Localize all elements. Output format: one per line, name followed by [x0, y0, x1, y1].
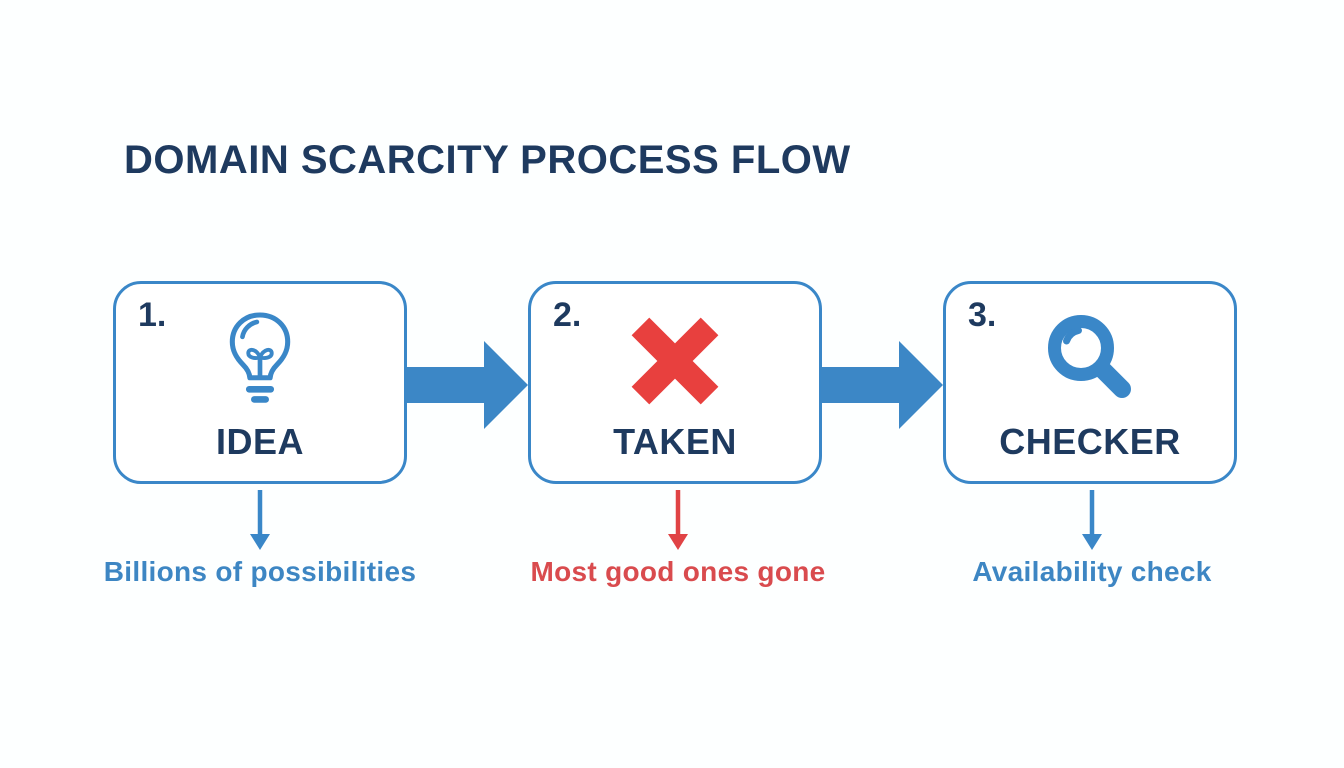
down-arrow-icon	[1079, 489, 1105, 553]
step-box-taken: 2. TAKEN	[528, 281, 822, 484]
step-box-checker: 3. CHECKER	[943, 281, 1237, 484]
step-caption: Billions of possibilities	[103, 556, 417, 587]
down-arrow-icon	[665, 489, 691, 553]
step-number: 3.	[968, 296, 997, 334]
right-arrow-icon	[821, 339, 943, 431]
step-label: CHECKER	[999, 421, 1181, 462]
down-arrow-icon	[247, 489, 273, 553]
step-box-idea: 1. IDEA	[113, 281, 407, 484]
page-title: DOMAIN SCARCITY PROCESS FLOW	[124, 138, 851, 182]
lightbulb-icon	[116, 308, 404, 414]
step-label: IDEA	[215, 421, 304, 462]
step-label: TAKEN	[613, 421, 737, 462]
step-number: 1.	[138, 296, 167, 334]
step-number: 2.	[553, 296, 582, 334]
magnifying-glass-icon	[946, 308, 1234, 414]
right-arrow-icon	[406, 339, 528, 431]
step-caption: Availability check	[972, 556, 1212, 587]
step-caption: Most good ones gone	[530, 556, 826, 587]
x-mark-icon	[531, 308, 819, 414]
